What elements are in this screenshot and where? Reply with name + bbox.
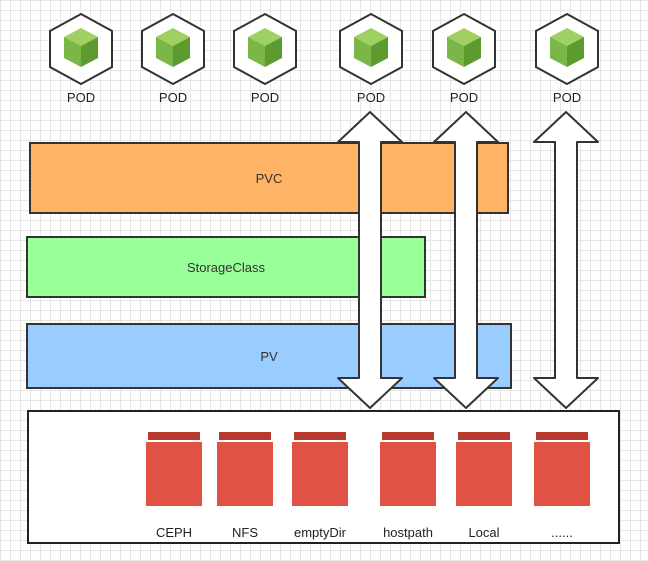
storage-cylinder-icon [146,432,202,506]
storage-cylinder-icon [456,432,512,506]
cube-icon [339,12,403,86]
pod-6: POD [534,12,600,122]
storageclass-label: StorageClass [186,259,266,275]
backend-label: ...... [551,525,573,540]
cube-icon [233,12,297,86]
storage-cylinder-icon [217,432,273,506]
double-arrow-1 [337,111,403,409]
pod-5: POD [431,12,497,122]
pod-label: POD [158,90,188,105]
cube-icon [49,12,113,86]
backend-label: NFS [232,525,258,540]
pv-label: PV [260,348,278,364]
pvc-layer: PVC [29,142,509,214]
pv-layer: PV [26,323,512,389]
cube-icon [535,12,599,86]
pod-label: POD [449,90,479,105]
double-arrow-3 [533,111,599,409]
pod-label: POD [356,90,386,105]
backend-label: hostpath [383,525,433,540]
backend-label: CEPH [155,525,193,540]
cube-icon [141,12,205,86]
pod-label: POD [552,90,582,105]
backend-ceph: CEPH [146,432,202,540]
pod-1: POD [48,12,114,122]
storage-cylinder-icon [292,432,348,506]
storage-cylinder-icon [534,432,590,506]
pod-label: POD [66,90,96,105]
pod-4: POD [338,12,404,122]
storage-cylinder-icon [380,432,436,506]
pod-3: POD [232,12,298,122]
backend-more: ...... [534,432,590,540]
backend-local: Local [456,432,512,540]
pod-label: POD [250,90,280,105]
backend-hostpath: hostpath [380,432,436,540]
pod-2: POD [140,12,206,122]
cube-icon [432,12,496,86]
backend-label: emptyDir [293,525,346,540]
pvc-label: PVC [255,170,283,186]
backend-nfs: NFS [217,432,273,540]
double-arrow-2 [433,111,499,409]
backend-emptydir: emptyDir [292,432,348,540]
backend-label: Local [468,525,500,540]
